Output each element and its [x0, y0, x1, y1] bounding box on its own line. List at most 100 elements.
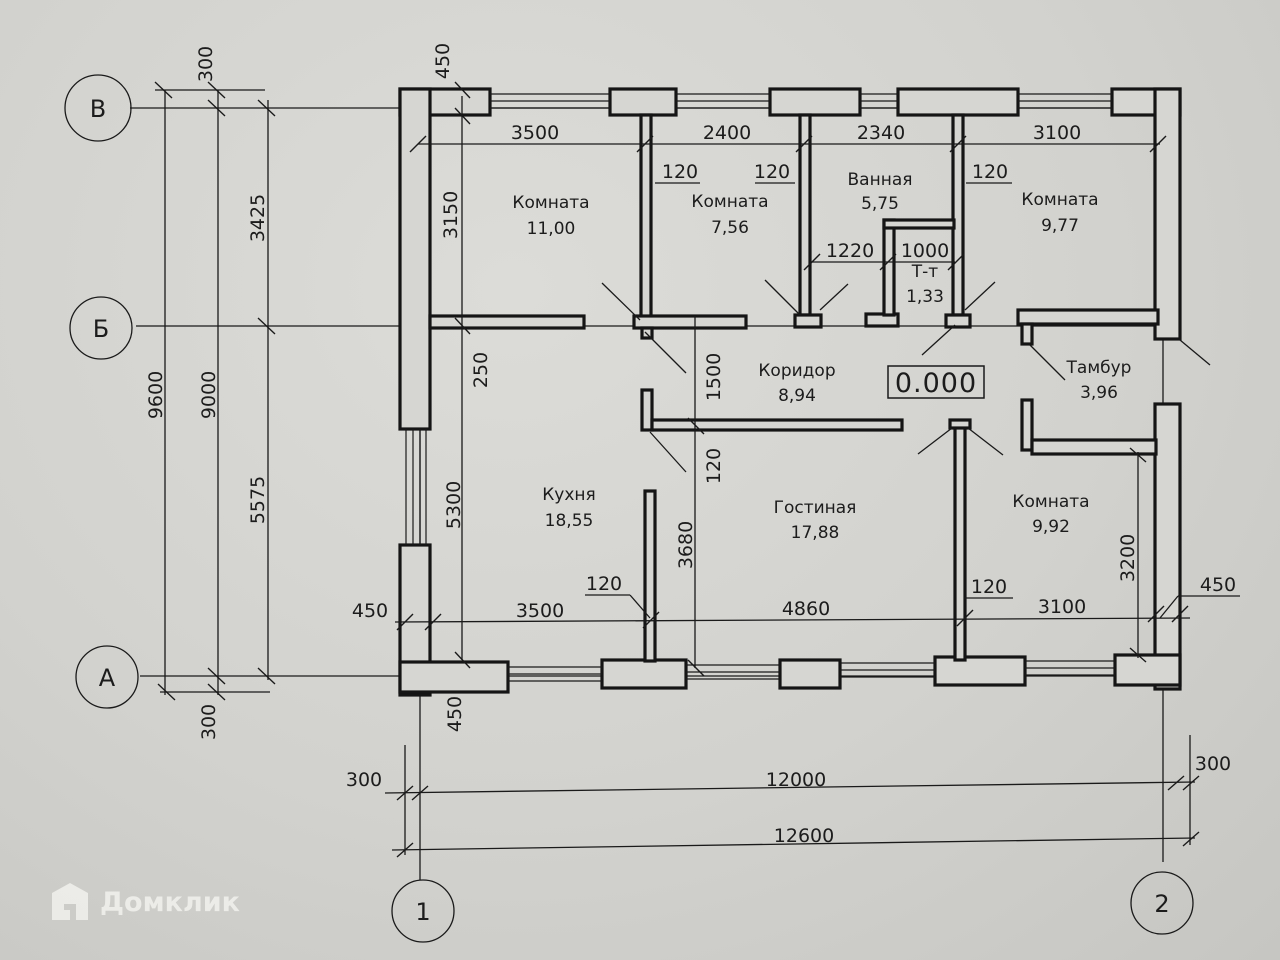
wall-segment [600, 658, 688, 690]
dim-text: 120 [586, 573, 622, 595]
room-area: 1,33 [906, 287, 944, 307]
dim-text: 2340 [857, 122, 905, 144]
leader [1159, 595, 1179, 619]
window [860, 93, 898, 109]
window [1025, 660, 1115, 676]
door-swing [967, 427, 1004, 456]
wall-segment [608, 87, 678, 117]
door-swings [601, 279, 1211, 473]
interior-walls [428, 113, 1160, 663]
partition [882, 218, 956, 230]
dim-text: 3100 [1033, 122, 1081, 144]
room-bathroom: Ванная 5,75 [848, 170, 913, 214]
room-labels: Комната 11,00 Комната 7,56 Ванная 5,75 К… [512, 170, 1131, 543]
partition [1020, 322, 1034, 346]
room-area: 17,88 [791, 523, 840, 543]
interior-dimension-lines [394, 96, 1240, 668]
partition [864, 312, 900, 328]
room-name: Комната [1012, 492, 1089, 512]
room-area: 7,56 [711, 218, 749, 238]
room-bedroom-3: Комната 9,77 [1021, 190, 1098, 236]
dim-text: 120 [971, 576, 1007, 598]
wall-segment [768, 87, 862, 117]
door-swing [819, 283, 849, 311]
door-swing [601, 282, 641, 321]
room-bedroom-4: Комната 9,92 [1012, 492, 1089, 537]
room-name: Комната [1021, 190, 1098, 210]
room-area: 18,55 [545, 511, 594, 531]
wall-segment [1153, 87, 1182, 341]
axis-label-v: В [90, 95, 106, 123]
partition [650, 418, 904, 432]
room-area: 9,77 [1041, 216, 1079, 236]
partition [882, 218, 896, 317]
room-name: Кухня [542, 485, 596, 505]
wall-segment [398, 87, 432, 431]
partition [632, 314, 748, 330]
exterior-walls [398, 87, 1182, 697]
room-name: Ванная [848, 170, 913, 190]
room-name: Комната [512, 193, 589, 213]
dim-text: 300 [1195, 753, 1231, 775]
partition [428, 314, 586, 330]
axis-label-a: А [99, 664, 116, 692]
partition [643, 489, 657, 663]
window [405, 429, 427, 545]
partition [1030, 438, 1158, 456]
room-bedroom-1: Комната 11,00 [512, 193, 589, 239]
wall-segment [933, 655, 1027, 687]
room-area: 3,96 [1080, 383, 1118, 403]
dim-text: 2400 [703, 122, 751, 144]
dimension-line [384, 781, 1196, 794]
dim-text: 300 [198, 704, 220, 740]
door-swing [1179, 339, 1211, 366]
room-vestibule: Тамбур 3,96 [1066, 358, 1132, 403]
wall-segment [1153, 402, 1182, 691]
dim-text: 300 [346, 769, 382, 791]
axis-bubble-b: Б [69, 296, 133, 360]
dim-text: 1500 [703, 353, 725, 401]
axis-label-2: 2 [1154, 890, 1169, 918]
door-swing [649, 431, 687, 473]
room-area: 9,92 [1032, 517, 1070, 537]
domclick-logo-icon [52, 883, 88, 920]
partition [953, 422, 967, 662]
dim-text: 3500 [516, 600, 564, 622]
dim-text: 1000 [901, 240, 949, 262]
window [686, 664, 780, 680]
axis-label-1: 1 [415, 898, 430, 926]
room-area: 5,75 [861, 194, 899, 214]
window [840, 662, 935, 678]
partition [793, 313, 823, 329]
axis-bubble-v: В [64, 74, 132, 142]
dimension-texts: 3500 2400 2340 3100 120 120 120 1220 100… [145, 43, 1236, 847]
dim-text: 4860 [782, 598, 830, 620]
partition [951, 113, 965, 317]
dim-text: 450 [1200, 574, 1236, 596]
door-swing [964, 281, 996, 311]
dim-text: 9000 [198, 371, 220, 419]
leader [629, 594, 651, 619]
room-name: Гостиная [774, 498, 857, 518]
partition [640, 326, 654, 340]
partition [798, 113, 812, 317]
dim-text: 9600 [145, 371, 167, 419]
watermark: Домклик [48, 880, 240, 924]
dimension-line [394, 617, 1191, 623]
dim-text: 450 [352, 600, 388, 622]
partition [1020, 398, 1034, 452]
dim-text: 300 [195, 46, 217, 82]
axis-bubble-2: 2 [1130, 871, 1194, 935]
partition [1016, 308, 1160, 326]
windows [405, 93, 1115, 682]
room-living: Гостиная 17,88 [774, 498, 857, 543]
dim-text: 120 [703, 448, 725, 484]
door-swing [917, 427, 953, 455]
dim-text: 3680 [675, 521, 697, 569]
window [508, 666, 602, 682]
dim-text: 450 [432, 43, 454, 79]
partition [944, 313, 972, 329]
room-area: 11,00 [527, 219, 576, 239]
